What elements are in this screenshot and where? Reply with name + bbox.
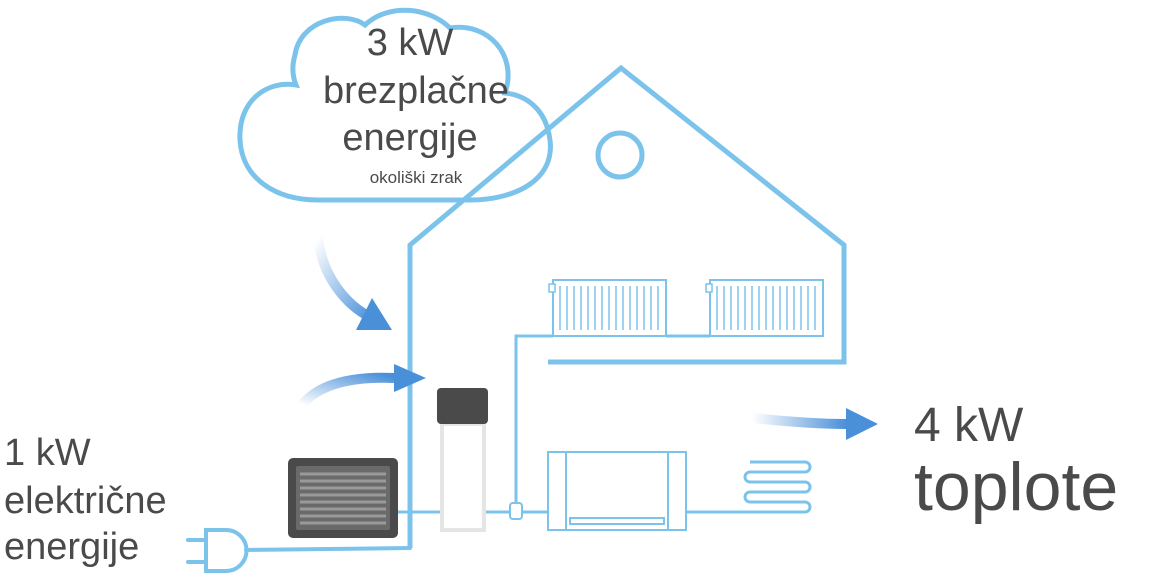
- indoor-tank: [437, 388, 488, 532]
- attic-window: [595, 130, 645, 180]
- radiator-left: [548, 279, 667, 337]
- input-energy-label: električne: [4, 480, 167, 522]
- arrow-ambient-air: [313, 233, 392, 330]
- cloud-energy-label: brezplačne: [323, 70, 509, 112]
- pipe-valve: [509, 502, 523, 520]
- outdoor-unit: [288, 458, 398, 538]
- input-energy-label-2: energije: [4, 526, 140, 568]
- arrow-heat-output: [747, 408, 878, 440]
- input-power-value: 1 kW: [4, 432, 91, 474]
- output-power-value: 4 kW: [914, 399, 1024, 452]
- cloud-power-value: 3 kW: [366, 22, 454, 64]
- house-outline: [407, 64, 847, 548]
- output-heat-label: toplote: [914, 449, 1119, 525]
- cloud-energy-label-2: energije: [342, 117, 478, 159]
- floor-heating-coil: [743, 460, 812, 514]
- power-plug: [186, 528, 412, 573]
- fan-coil: [547, 451, 687, 531]
- cloud-caption: okoliški zrak: [369, 168, 463, 187]
- radiator-right: [705, 279, 824, 337]
- arrow-to-unit: [297, 364, 426, 410]
